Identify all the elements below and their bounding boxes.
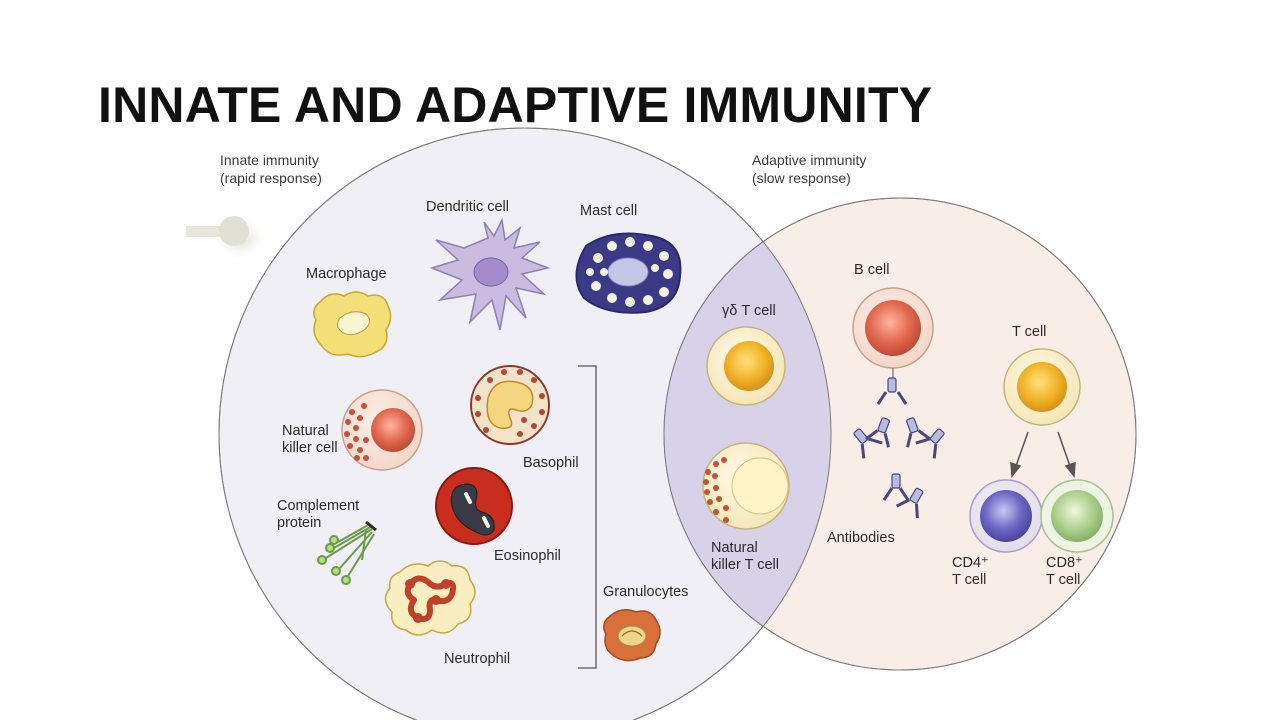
natural-killer-t-cell-icon — [702, 442, 790, 530]
label-cd4-line2: T cell — [952, 572, 986, 588]
cd4-t-cell-icon — [969, 479, 1043, 553]
label-gd-t-cell: γδ T cell — [722, 303, 776, 319]
t-cell-icon — [1003, 348, 1081, 426]
label-eosinophil: Eosinophil — [494, 548, 561, 564]
b-cell-icon — [852, 287, 934, 369]
label-nk-line2: killer cell — [282, 440, 338, 456]
mast-cell-icon — [575, 232, 682, 314]
natural-killer-cell-icon — [341, 389, 423, 471]
macrophage-icon — [313, 291, 392, 358]
label-b-cell: B cell — [854, 262, 889, 278]
differentiation-arrows — [1010, 431, 1076, 478]
innate-subheading: (rapid response) — [220, 170, 322, 186]
innate-heading: Innate immunity — [220, 152, 319, 168]
label-complement-line1: Complement — [277, 498, 359, 514]
label-antibodies: Antibodies — [827, 530, 895, 546]
pin-marker-icon — [186, 214, 270, 262]
gd-t-cell-icon — [706, 326, 786, 406]
label-complement-line2: protein — [277, 515, 321, 531]
label-nkt-line2: killer T cell — [711, 557, 779, 573]
eosinophil-icon — [435, 467, 513, 545]
label-macrophage: Macrophage — [306, 266, 387, 282]
antibodies-icon — [853, 368, 945, 519]
label-neutrophil: Neutrophil — [444, 651, 510, 667]
neutrophil-icon — [384, 560, 476, 636]
granulocyte-icon — [603, 609, 661, 662]
dendritic-cell-icon — [429, 217, 551, 331]
label-nk-line1: Natural — [282, 423, 329, 439]
cd8-t-cell-icon — [1040, 479, 1114, 553]
label-dendritic-cell: Dendritic cell — [426, 199, 509, 215]
label-nkt-line1: Natural — [711, 540, 758, 556]
label-basophil: Basophil — [523, 455, 579, 471]
label-cd8-line2: T cell — [1046, 572, 1080, 588]
basophil-icon — [470, 365, 550, 445]
page-title: INNATE AND ADAPTIVE IMMUNITY — [98, 77, 933, 133]
label-cd8-line1: CD8⁺ — [1046, 555, 1083, 571]
complement-protein-icon — [317, 520, 377, 585]
label-t-cell: T cell — [1012, 324, 1046, 340]
adaptive-heading: Adaptive immunity — [752, 152, 866, 168]
label-granulocytes: Granulocytes — [603, 584, 688, 600]
label-cd4-line1: CD4⁺ — [952, 555, 989, 571]
overlap-region — [664, 198, 831, 670]
label-mast-cell: Mast cell — [580, 203, 637, 219]
granulocytes-bracket — [578, 365, 597, 669]
adaptive-subheading: (slow response) — [752, 170, 851, 186]
